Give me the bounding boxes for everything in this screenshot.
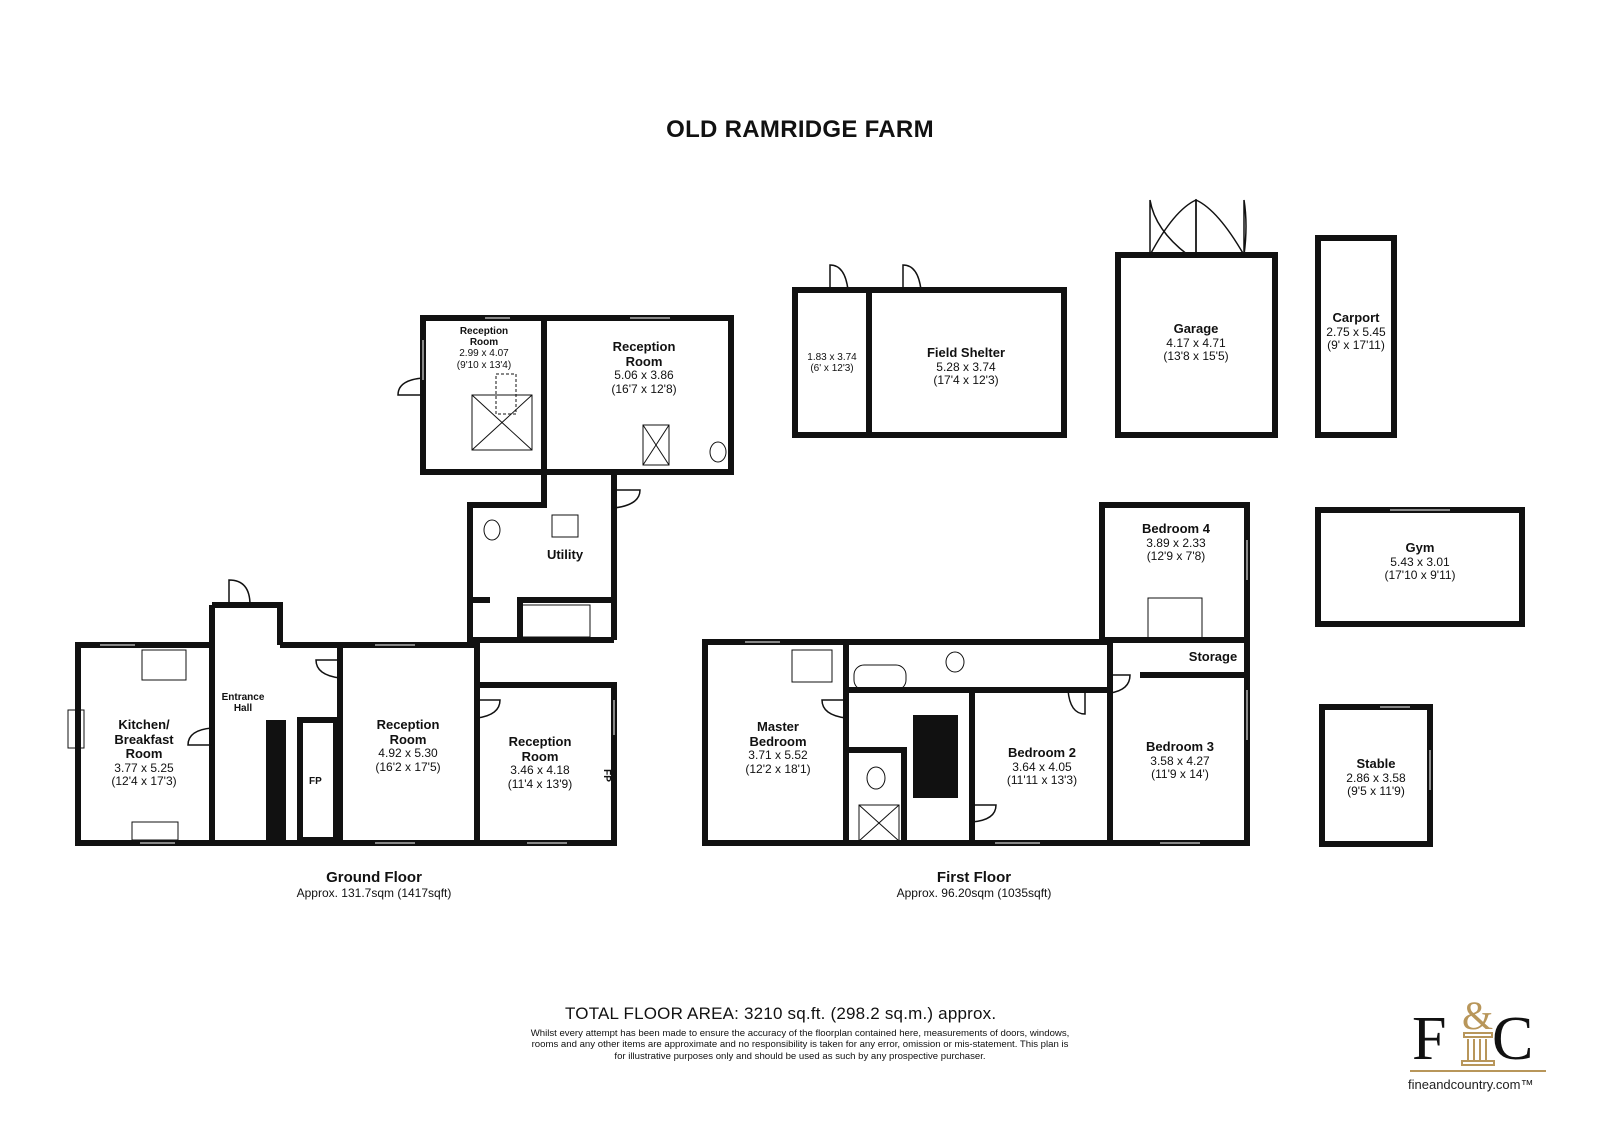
room-dimensions: 1.83 x 3.74 <box>807 352 857 363</box>
room-label-gym: Gym 5.43 x 3.01 (17'10 x 9'11) <box>1384 540 1456 582</box>
room-dimensions: (17'10 x 9'11) <box>1384 567 1456 582</box>
room-name: Bedroom <box>749 733 807 749</box>
room-dimensions: (12'2 x 18'1) <box>745 761 811 776</box>
walls <box>75 315 734 846</box>
room-dimensions: (16'2 x 17'5) <box>375 759 441 774</box>
room-dimensions: 2.99 x 4.07 <box>459 348 509 360</box>
room-label-utility: Utility <box>546 547 584 563</box>
room-name: Room <box>521 748 559 764</box>
first-floor-caption: First Floor Approx. 96.20sqm (1035sqft) <box>896 869 1052 900</box>
room-dimensions: 5.06 x 3.86 <box>614 368 674 383</box>
room-name: Storage <box>1188 649 1238 664</box>
room-label-store: 1.83 x 3.74 (6' x 12'3) <box>807 352 856 374</box>
logo-letter-f: F <box>1412 1005 1446 1073</box>
room-name: Room <box>625 353 663 369</box>
room-name: Gym <box>1405 540 1435 555</box>
room-name: Reception <box>612 339 676 354</box>
room-label-stable: Stable 2.86 x 3.58 (9'5 x 11'9) <box>1346 756 1406 798</box>
room-name: Entrance <box>221 692 265 703</box>
room-label-field-shelter: Field Shelter 5.28 x 3.74 (17'4 x 12'3) <box>926 345 1006 387</box>
room-dimensions: (11'4 x 13'9) <box>507 776 573 791</box>
room-name: Master <box>757 719 799 734</box>
disclaimer: Whilst every attempt has been made to en… <box>530 1028 1070 1062</box>
floor-area: Approx. 131.7sqm (1417sqft) <box>296 885 452 900</box>
room-name: Reception <box>508 734 572 749</box>
fine-and-country-logo: F & C <box>1410 995 1546 1073</box>
room-label-master-bedroom: Master Bedroom 3.71 x 5.52 (12'2 x 18'1) <box>745 719 811 776</box>
room-label-garage: Garage 4.17 x 4.71 (13'8 x 15'5) <box>1163 321 1229 363</box>
room-name: Room <box>469 337 499 349</box>
room-name: Bedroom 4 <box>1142 521 1210 536</box>
room-dimensions: (12'4 x 17'3) <box>111 774 177 789</box>
window-marks <box>100 317 1450 844</box>
room-name: Room <box>389 731 427 747</box>
room-dimensions: 4.17 x 4.71 <box>1166 335 1226 350</box>
floor-area: Approx. 96.20sqm (1035sqft) <box>896 885 1052 900</box>
room-dimensions: 3.71 x 5.52 <box>748 748 808 763</box>
room-dimensions: (11'9 x 14') <box>1151 766 1209 781</box>
room-label-carport: Carport 2.75 x 5.45 (9' x 17'11) <box>1326 310 1386 352</box>
logo-website: fineandcountry.com™ <box>1408 1077 1534 1092</box>
room-name: Bedroom 3 <box>1146 739 1214 754</box>
room-name: Hall <box>233 703 253 715</box>
total-floor-area: TOTAL FLOOR AREA: 3210 sq.ft. (298.2 sq.… <box>565 1004 997 1023</box>
room-label-entrance-hall: Entrance Hall <box>222 692 265 714</box>
room-label-bedroom-2: Bedroom 2 3.64 x 4.05 (11'11 x 13'3) <box>1006 745 1078 787</box>
fireplace-label: FP <box>309 776 322 787</box>
room-label-bedroom-4: Bedroom 4 3.89 x 2.33 (12'9 x 7'8) <box>1142 521 1210 563</box>
room-dimensions: (9'10 x 13'4) <box>456 359 512 371</box>
room-label-reception-d: Reception Room 3.46 x 4.18 (11'4 x 13'9) <box>507 734 573 791</box>
room-dimensions: 3.46 x 4.18 <box>510 763 570 778</box>
room-name: Reception <box>459 326 509 337</box>
room-name: Reception <box>376 717 440 732</box>
room-dimensions: (9' x 17'11) <box>1327 337 1385 352</box>
fixtures <box>67 373 1203 842</box>
ground-floor-caption: Ground Floor Approx. 131.7sqm (1417sqft) <box>296 869 452 900</box>
room-name: Breakfast <box>114 731 174 747</box>
room-name: Field Shelter <box>926 345 1006 360</box>
fireplace-label: FP <box>600 769 612 782</box>
room-dimensions: 5.43 x 3.01 <box>1390 554 1450 569</box>
room-dimensions: (6' x 12'3) <box>810 363 854 375</box>
room-dimensions: 3.64 x 4.05 <box>1012 759 1072 774</box>
logo-ampersand: & <box>1462 995 1493 1038</box>
room-label-reception-b: Reception Room 5.06 x 3.86 (16'7 x 12'8) <box>611 339 677 396</box>
room-dimensions: (12'9 x 7'8) <box>1146 548 1206 563</box>
room-label-storage: Storage <box>1188 649 1238 665</box>
room-label-reception-a: Reception Room 2.99 x 4.07 (9'10 x 13'4) <box>457 326 511 371</box>
room-name: Bedroom 2 <box>1008 745 1076 760</box>
room-dimensions: 3.58 x 4.27 <box>1150 753 1210 768</box>
doors-windows <box>187 198 1247 823</box>
page-title: OLD RAMRIDGE FARM <box>666 116 934 143</box>
room-name: Room <box>125 746 163 762</box>
room-name: Kitchen/ <box>118 717 170 732</box>
floor-name: First Floor <box>936 869 1012 886</box>
room-label-kitchen: Kitchen/ Breakfast Room 3.77 x 5.25 (12'… <box>111 717 177 789</box>
room-label-reception-c: Reception Room 4.92 x 5.30 (16'2 x 17'5) <box>375 717 441 774</box>
room-dimensions: 3.89 x 2.33 <box>1146 535 1206 550</box>
room-name: Carport <box>1332 310 1380 325</box>
room-dimensions: 3.77 x 5.25 <box>114 760 174 775</box>
room-name: Stable <box>1356 756 1396 771</box>
room-name: Garage <box>1173 321 1219 336</box>
floor-name: Ground Floor <box>326 869 422 886</box>
room-dimensions: (17'4 x 12'3) <box>933 372 999 387</box>
room-dimensions: (9'5 x 11'9) <box>1347 783 1405 798</box>
column-icon <box>1461 1032 1495 1066</box>
room-dimensions: 5.28 x 3.74 <box>936 359 996 374</box>
room-label-bedroom-3: Bedroom 3 3.58 x 4.27 (11'9 x 14') <box>1146 739 1214 781</box>
room-dimensions: 4.92 x 5.30 <box>378 746 438 761</box>
room-dimensions: (16'7 x 12'8) <box>611 381 677 396</box>
logo-letter-c: C <box>1492 1005 1533 1073</box>
room-dimensions: (11'11 x 13'3) <box>1006 772 1078 787</box>
room-dimensions: (13'8 x 15'5) <box>1163 348 1229 363</box>
room-dimensions: 2.75 x 5.45 <box>1326 324 1386 339</box>
room-dimensions: 2.86 x 3.58 <box>1346 770 1406 785</box>
room-name: Utility <box>546 547 584 562</box>
